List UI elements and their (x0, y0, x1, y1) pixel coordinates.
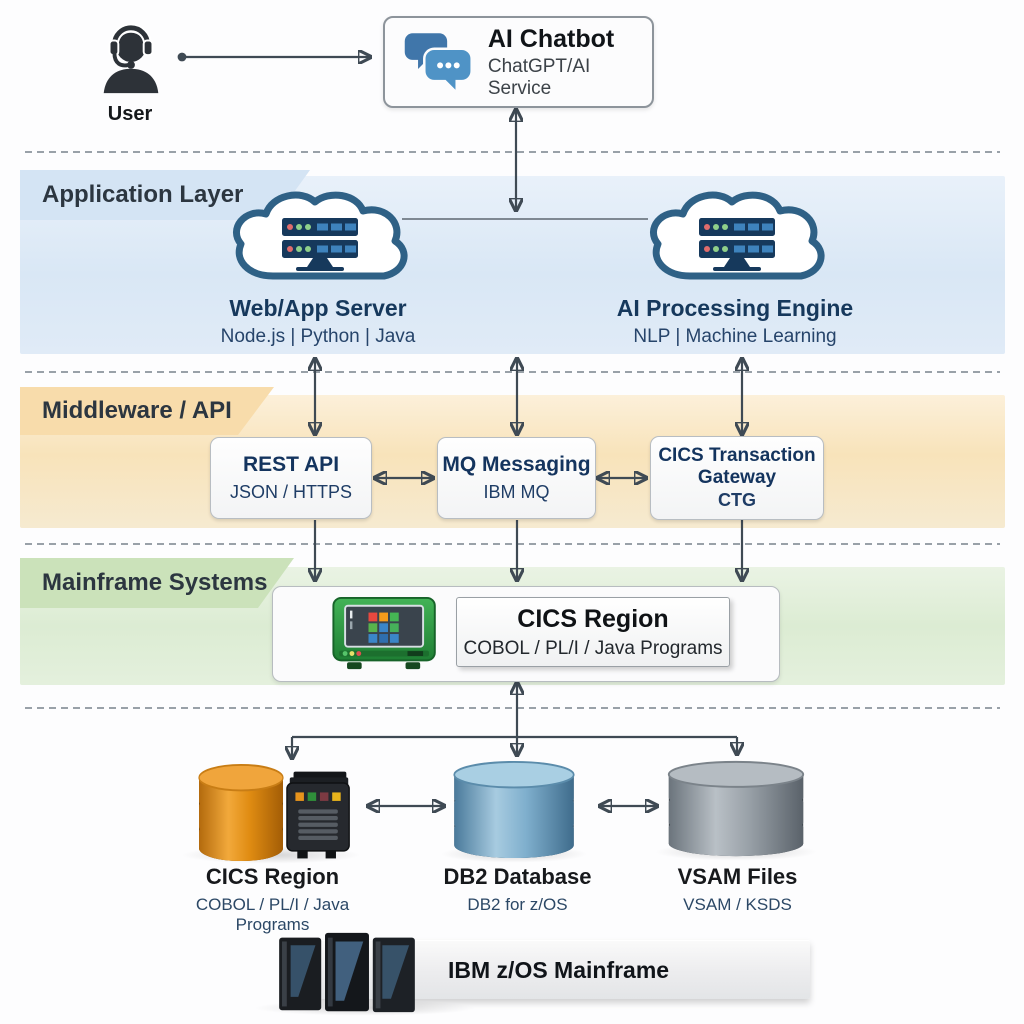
rest-api-box: REST API JSON / HTTPS (210, 437, 372, 519)
ctg-title: CICS Transaction Gateway (658, 444, 816, 488)
web-app-server-node: Web/App Server Node.js | Python | Java (198, 188, 438, 348)
server-tower-icon (286, 771, 350, 859)
vsam-cylinder-icon (667, 760, 805, 857)
db2-title: DB2 Database (443, 864, 592, 889)
vsam-label: VSAM Files VSAM / KSDS (625, 864, 850, 915)
user-label: User (80, 103, 180, 126)
mq-messaging-box: MQ Messaging IBM MQ (437, 437, 596, 519)
user-label-text: User (107, 103, 153, 125)
cloud-server-icon (233, 191, 408, 280)
mainframe-layer-label: Mainframe Systems (42, 569, 268, 596)
cics-region-title: CICS Region (517, 604, 669, 633)
web-server-subtitle: Node.js | Python | Java (220, 326, 416, 347)
user-icon (103, 23, 159, 94)
ai-engine-node: AI Processing Engine NLP | Machine Learn… (615, 188, 855, 348)
rest-api-subtitle: JSON / HTTPS (229, 481, 352, 502)
cics-region-subtitle: COBOL / PL/I / Java Programs (463, 637, 723, 659)
ctg-subtitle: CTG (718, 490, 756, 511)
mq-subtitle: IBM MQ (483, 481, 550, 502)
chatbot-title: AI Chatbot (487, 24, 615, 53)
zos-mainframe-title: IBM z/OS Mainframe (448, 956, 670, 983)
ai-chatbot-box: AI Chatbot ChatGPT/AI Service (383, 16, 654, 108)
terminal-icon (332, 596, 436, 670)
rest-api-title: REST API (242, 453, 340, 477)
mainframe-cabinets-icon (279, 932, 415, 1013)
cloud-server-icon (650, 191, 825, 280)
ai-engine-title: AI Processing Engine (616, 295, 854, 321)
db2-cylinder-icon (453, 760, 575, 859)
vsam-subtitle: VSAM / KSDS (683, 895, 792, 914)
chatbot-subtitle: ChatGPT/AI Service (487, 55, 591, 99)
cics-db-title: CICS Region (205, 864, 340, 889)
cics-region-panel: CICS Region COBOL / PL/I / Java Programs (456, 597, 730, 667)
ai-engine-subtitle: NLP | Machine Learning (633, 326, 837, 347)
cics-db-cylinder-icon (198, 763, 284, 862)
web-server-title: Web/App Server (229, 295, 407, 321)
cics-db-label: CICS Region COBOL / PL/I / Java Programs (160, 864, 385, 935)
mainframe-layer-tab: Mainframe Systems (20, 558, 294, 608)
cics-region-box: CICS Region COBOL / PL/I / Java Programs (272, 586, 780, 682)
vsam-title: VSAM Files (677, 864, 798, 889)
middleware-layer-label: Middleware / API (42, 397, 232, 424)
middleware-layer-tab: Middleware / API (20, 387, 274, 435)
application-layer-label: Application Layer (42, 181, 244, 208)
cics-db-subtitle: COBOL / PL/I / Java Programs (195, 895, 350, 934)
mq-title: MQ Messaging (442, 453, 591, 477)
ctg-box: CICS Transaction Gateway CTG (650, 436, 824, 520)
chat-bubbles-icon (402, 30, 473, 96)
db2-subtitle: DB2 for z/OS (467, 895, 568, 914)
db2-label: DB2 Database DB2 for z/OS (405, 864, 630, 915)
